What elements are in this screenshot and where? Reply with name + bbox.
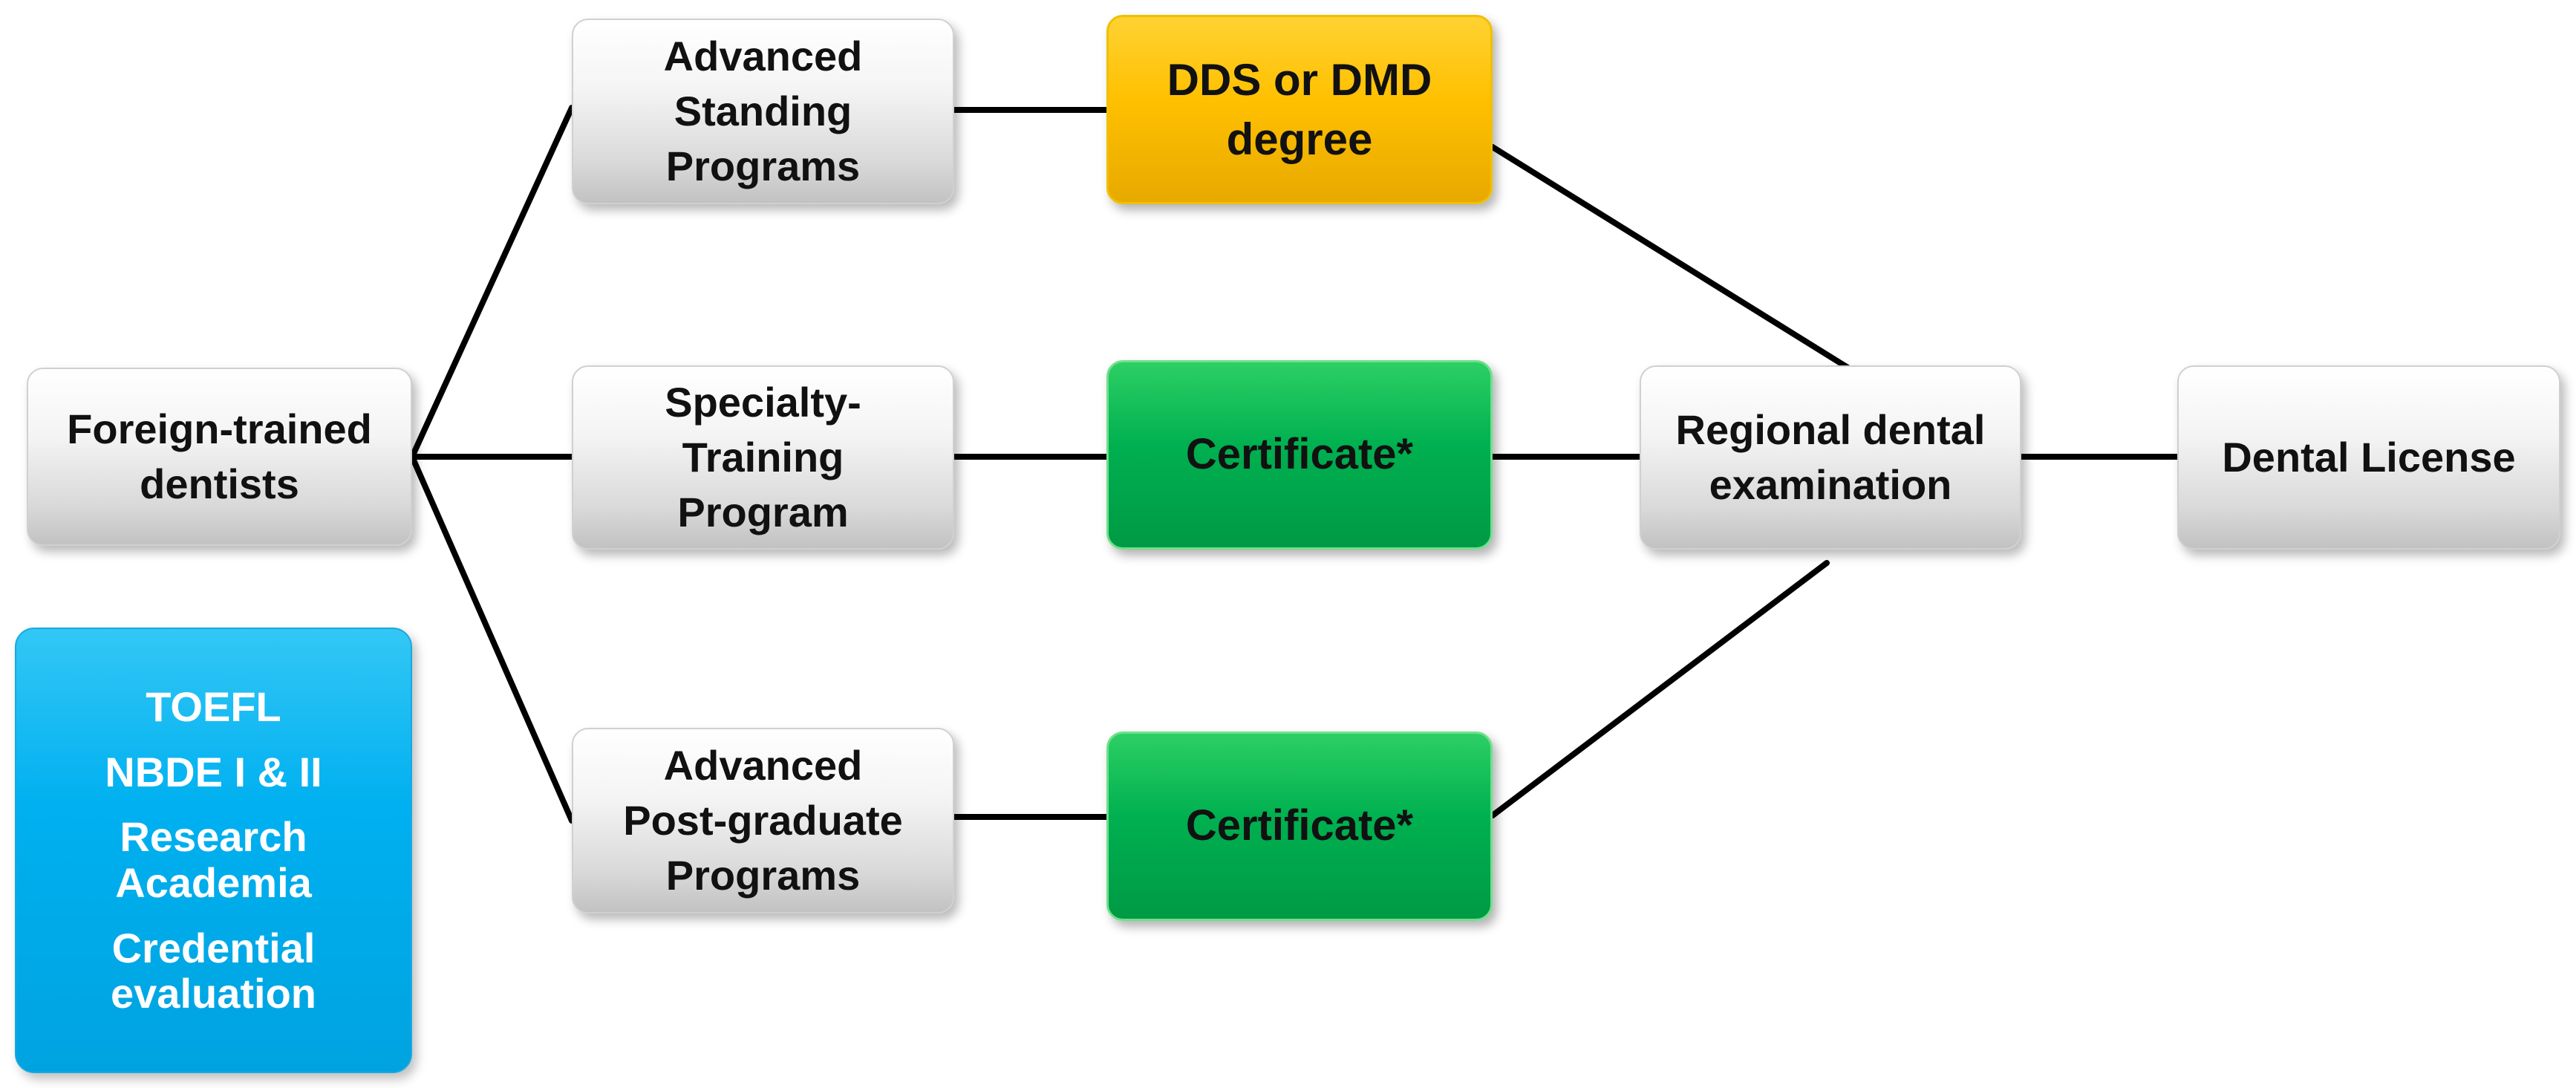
node-regional-dental-examination: Regional dental examination — [1640, 365, 2021, 550]
label-line: Program — [677, 488, 849, 535]
connector-dds-to-regional-exam — [1490, 144, 1852, 371]
label-line: Advanced — [663, 742, 863, 789]
node-advanced-standing-programs: Advanced Standing Programs — [572, 19, 954, 204]
node-dental-license-label: Dental License — [2222, 430, 2515, 485]
requirement-nbde: NBDE I & II — [105, 748, 322, 795]
label-line: Post-graduate — [623, 797, 903, 844]
node-certificate-post-graduate: Certificate* — [1106, 732, 1493, 921]
node-foreign-trained-dentists-label: Foreign-trained dentists — [67, 402, 372, 512]
node-regional-dental-examination-label: Regional dental examination — [1676, 403, 1986, 512]
label-line: DDS or DMD — [1167, 55, 1432, 105]
label-line: Programs — [665, 851, 861, 899]
requirement-credential: Credential — [111, 924, 316, 971]
node-certificate-specialty-label: Certificate* — [1186, 426, 1413, 483]
label-line: Certificate* — [1185, 430, 1414, 479]
node-dds-or-dmd-degree: DDS or DMD degree — [1106, 15, 1493, 204]
requirements-list: TOEFL NBDE I & II Research Academia Cred… — [105, 684, 322, 1017]
label-line: examination — [1709, 461, 1952, 508]
node-advanced-post-graduate-programs: Advanced Post-graduate Programs — [572, 728, 954, 913]
node-specialty-training-program-label: Specialty- Training Program — [665, 375, 861, 540]
label-line: Programs — [665, 142, 861, 189]
node-foreign-trained-dentists: Foreign-trained dentists — [27, 368, 412, 546]
label-line: Training — [682, 434, 844, 481]
requirement-evaluation: evaluation — [111, 970, 316, 1017]
requirement-academia: Academia — [115, 859, 312, 906]
requirement-toefl: TOEFL — [146, 683, 281, 731]
node-certificate-post-graduate-label: Certificate* — [1186, 798, 1413, 855]
label-line: Standing — [674, 88, 852, 135]
label-line: Specialty- — [665, 379, 861, 426]
label-line: Dental License — [2222, 434, 2516, 481]
connector-foreign-to-postgrad — [409, 454, 575, 824]
requirement-research: Research — [120, 813, 307, 861]
requirements-box: TOEFL NBDE I & II Research Academia Cred… — [15, 628, 412, 1073]
node-dental-license: Dental License — [2177, 365, 2560, 550]
node-advanced-standing-programs-label: Advanced Standing Programs — [664, 29, 863, 194]
label-line: Regional dental — [1675, 406, 1986, 454]
connector-certificate-postgrad-to-regional-exam — [1490, 560, 1830, 818]
node-certificate-specialty: Certificate* — [1106, 360, 1493, 550]
node-specialty-training-program: Specialty- Training Program — [572, 365, 954, 550]
node-advanced-post-graduate-programs-label: Advanced Post-graduate Programs — [623, 738, 903, 903]
label-line: Advanced — [663, 33, 863, 80]
label-line: degree — [1226, 114, 1373, 164]
node-dds-or-dmd-degree-label: DDS or DMD degree — [1167, 51, 1432, 168]
label-line: Certificate* — [1185, 801, 1414, 850]
label-line: Foreign-trained — [67, 405, 372, 453]
connector-foreign-to-advanced-standing — [409, 105, 575, 460]
label-line: dentists — [140, 460, 299, 507]
